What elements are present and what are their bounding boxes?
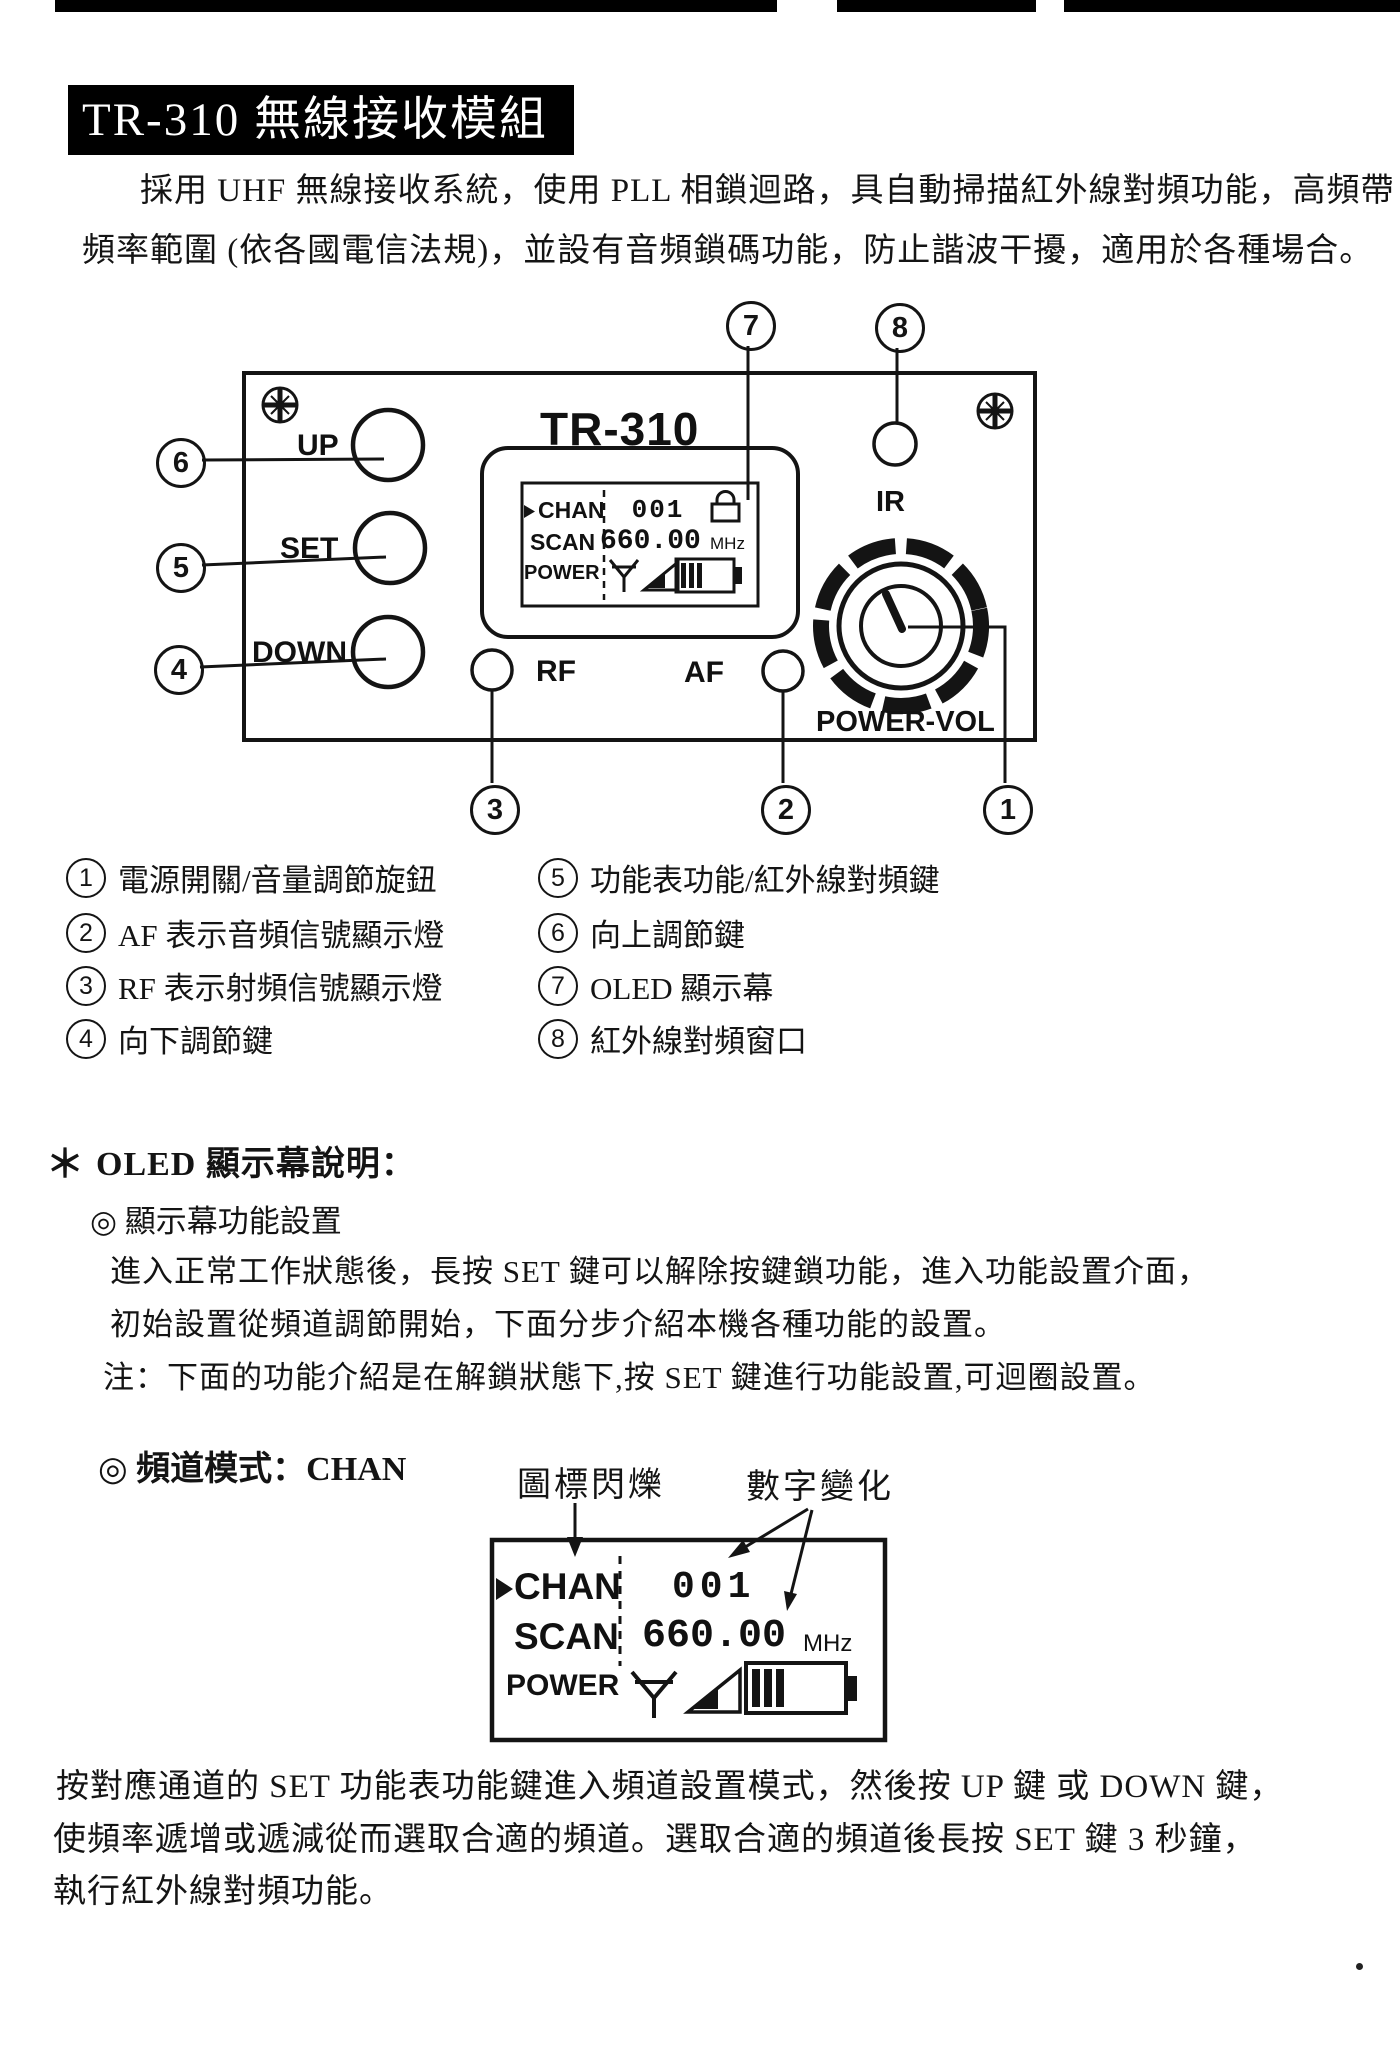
cursor-arrow-icon xyxy=(496,1578,513,1600)
cursor-arrow-icon xyxy=(524,505,535,518)
callout-1: 1 xyxy=(983,785,1033,835)
legend-num: 3 xyxy=(66,965,106,1006)
down-label: DOWN xyxy=(252,636,347,669)
legend-num: 4 xyxy=(66,1018,106,1059)
intro-line-2: 頻率範圍 (依各國電信法規)，並設有音頻鎖碼功能，防止諧波干擾，適用於各種場合。 xyxy=(82,233,1374,269)
set-label: SET xyxy=(280,532,339,565)
panel-outline xyxy=(242,371,1037,742)
ir-label: IR xyxy=(876,486,905,518)
display2-row-power: POWER xyxy=(506,1669,620,1702)
callout-4: 4 xyxy=(154,645,204,695)
chan-section-heading: ◎ 頻道模式：CHAN xyxy=(98,1451,407,1488)
screw-icon xyxy=(976,392,1014,430)
rf-label: RF xyxy=(536,655,576,688)
legend-item: 6 向上調節鍵 xyxy=(538,910,745,955)
frequency-unit-2: MHz xyxy=(803,1630,853,1657)
power-vol-label: POWER-VOL xyxy=(816,706,995,738)
legend-text: 向上調節鍵 xyxy=(590,918,745,953)
scan-artifact-bar xyxy=(55,0,1400,12)
antenna-icon xyxy=(608,559,640,592)
legend-item: 1 電源開關/音量調節旋鈕 xyxy=(66,855,437,900)
ir-window xyxy=(872,421,918,467)
up-label: UP xyxy=(297,429,339,462)
digit-arrowhead-2 xyxy=(784,1591,797,1611)
legend-item: 7 OLED 顯示幕 xyxy=(538,963,773,1008)
legend-num: 7 xyxy=(538,965,578,1006)
digit-arrow-2 xyxy=(788,1509,814,1599)
footer-line-3: 執行紅外線對頻功能。 xyxy=(53,1874,393,1910)
digit-arrowhead-1 xyxy=(728,1540,750,1558)
set-button xyxy=(352,510,428,586)
oled-display-screen xyxy=(520,481,760,608)
display2-row-scan: SCAN xyxy=(514,1616,619,1657)
lock-icon xyxy=(710,490,741,523)
digit-arrow-1 xyxy=(736,1507,809,1554)
callout-7: 7 xyxy=(726,301,776,351)
callout-5: 5 xyxy=(156,543,206,593)
oled-line-3: 注：下面的功能介紹是在解鎖狀態下,按 SET 鍵進行功能設置,可迴圈設置。 xyxy=(103,1360,1156,1395)
callout-6: 6 xyxy=(156,438,206,488)
frequency-unit: MHz xyxy=(710,534,745,553)
display-row-power: POWER xyxy=(524,562,600,584)
channel-value: 001 xyxy=(631,495,685,525)
oled-line-2: 初始設置從頻道調節開始，下面分步介紹本機各種功能的設置。 xyxy=(110,1307,1006,1342)
legend-num: 6 xyxy=(538,912,578,953)
display-row-chan: CHAN xyxy=(538,497,605,523)
section-star: ＊ xyxy=(46,1144,85,1186)
legend-text: OLED 顯示幕 xyxy=(590,971,774,1006)
channel-value-2: 001 xyxy=(672,1566,756,1609)
battery-icon xyxy=(674,557,742,594)
signal-strength-icon xyxy=(683,1666,742,1714)
page-title: TR-310 無線接收模組 xyxy=(68,85,574,155)
af-led xyxy=(761,649,805,693)
rf-led xyxy=(470,648,514,692)
oled-display-frame xyxy=(480,446,800,639)
callout-3: 3 xyxy=(470,785,520,835)
display-row-scan: SCAN xyxy=(530,529,596,555)
legend-num: 8 xyxy=(538,1018,578,1059)
legend-text: RF 表示射頻信號顯示燈 xyxy=(118,971,443,1006)
legend-num: 5 xyxy=(538,857,578,898)
scan-artifact-gap xyxy=(777,0,837,12)
scan-artifact-gap xyxy=(1036,0,1064,12)
callout1-leader-line xyxy=(908,625,1007,783)
legend-item: 5 功能表功能/紅外線對頻鍵 xyxy=(538,855,940,900)
panel-model-label: TR-310 xyxy=(540,403,700,455)
down-button xyxy=(350,614,426,690)
scan-dot-artifact xyxy=(1356,1963,1363,1970)
oled-section-heading: OLED 顯示幕說明： xyxy=(96,1146,416,1183)
oled-sub-heading: ◎ 顯示幕功能設置 xyxy=(90,1204,342,1239)
intro-line-1: 採用 UHF 無線接收系統，使用 PLL 相鎖迴路，具自動掃描紅外線對頻功能，高… xyxy=(140,173,1395,209)
af-label: AF xyxy=(684,656,724,689)
legend-text: 向下調節鍵 xyxy=(118,1024,273,1059)
callout-2: 2 xyxy=(761,785,811,835)
digit-change-label: 數字變化 xyxy=(746,1469,894,1506)
legend-text: 紅外線對頻窗口 xyxy=(590,1024,807,1059)
legend-item: 8 紅外線對頻窗口 xyxy=(538,1016,807,1061)
screw-icon xyxy=(261,386,299,424)
legend-text: 功能表功能/紅外線對頻鍵 xyxy=(590,863,940,898)
legend-num: 2 xyxy=(66,912,106,953)
legend-item: 2 AF 表示音頻信號顯示燈 xyxy=(66,910,444,955)
legend-item: 3 RF 表示射頻信號顯示燈 xyxy=(66,963,443,1008)
frequency-value: 660.00 xyxy=(600,526,701,557)
up-button xyxy=(350,407,426,483)
signal-strength-icon xyxy=(639,558,680,592)
display2-row-chan: CHAN xyxy=(514,1566,621,1607)
antenna-icon xyxy=(630,1670,678,1718)
legend-item: 4 向下調節鍵 xyxy=(66,1016,273,1061)
frequency-value-2: 660.00 xyxy=(642,1614,787,1659)
chan-display-box xyxy=(489,1537,888,1743)
oled-line-1: 進入正常工作狀態後，長按 SET 鍵可以解除按鍵鎖功能，進入功能設置介面， xyxy=(110,1254,1210,1289)
legend-text: AF 表示音頻信號顯示燈 xyxy=(118,918,445,953)
footer-line-1: 按對應通道的 SET 功能表功能鍵進入頻道設置模式，然後按 UP 鍵 或 DOW… xyxy=(56,1769,1284,1805)
battery-icon xyxy=(744,1661,857,1715)
icon-blink-label: 圖標閃爍 xyxy=(517,1467,665,1504)
legend-text: 電源開關/音量調節旋鈕 xyxy=(118,863,437,898)
callout-8: 8 xyxy=(875,303,925,353)
legend-num: 1 xyxy=(66,857,106,898)
knob-pointer xyxy=(882,590,906,633)
footer-line-2: 使頻率遞增或遞減從而選取合適的頻道。選取合適的頻道後長按 SET 鍵 3 秒鐘， xyxy=(53,1822,1257,1858)
